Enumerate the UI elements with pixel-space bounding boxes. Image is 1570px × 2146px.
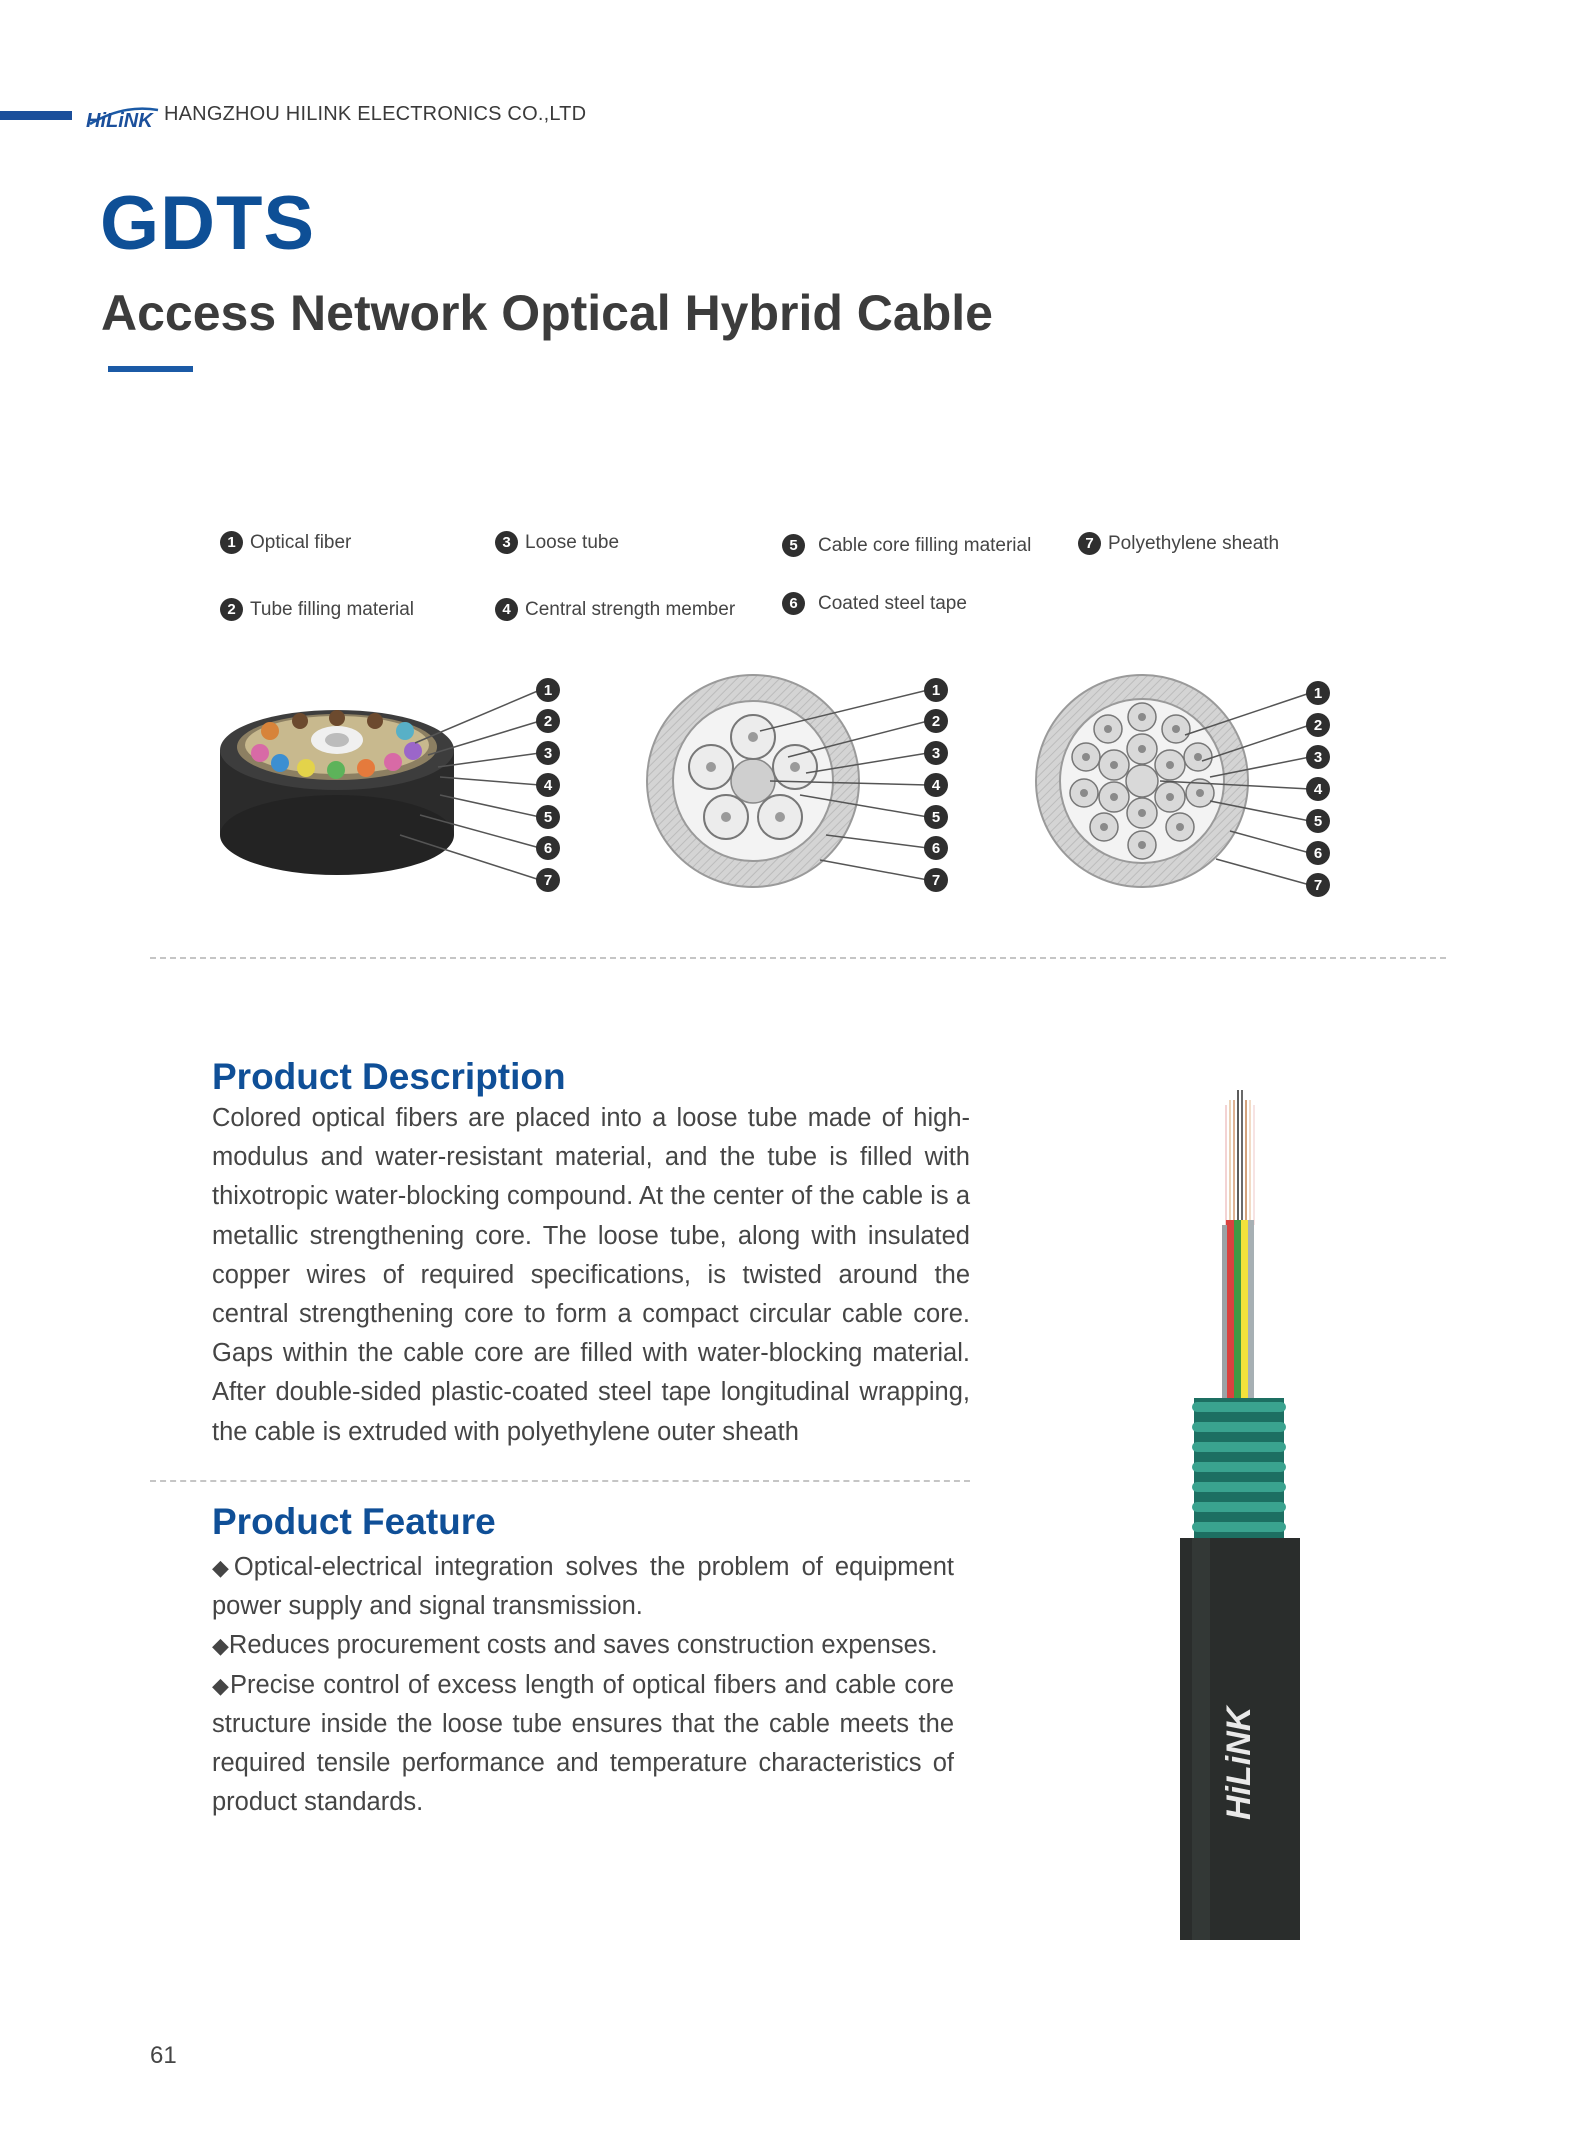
product-code-title: GDTS	[100, 181, 316, 266]
legend-label: Cable core filling material	[818, 534, 1032, 556]
legend-item-coated-steel-tape: 6 Coated steel tape	[782, 592, 967, 615]
cable-cross-section-illustration-2	[1035, 674, 1249, 888]
legend-label: Central strength member	[525, 598, 736, 620]
legend-item-cable-core-filling-material: 5 Cable core filling material	[782, 534, 1031, 557]
legend-number-badge: 2	[220, 598, 243, 621]
legend-item-optical-fiber: 1 Optical fiber	[220, 531, 351, 554]
diagram-3-callout-numbers: 1 2 3 4 5 6 7	[1306, 681, 1330, 897]
legend-label: Optical fiber	[250, 531, 352, 553]
callout-number: 5	[932, 809, 940, 826]
cable-product-illustration: HiLiNK	[1180, 1090, 1300, 1940]
legend-number-badge: 6	[782, 592, 805, 615]
feature-item: ◆Reduces procurement costs and saves con…	[212, 1631, 938, 1660]
callout-number: 1	[1314, 685, 1322, 702]
diamond-bullet-icon: ◆	[212, 1555, 234, 1580]
feature-item: ◆Optical-electrical integration solves t…	[212, 1553, 954, 1621]
callout-number: 2	[1314, 717, 1322, 734]
legend-number-badge: 4	[495, 598, 518, 621]
svg-text:HiLiNK: HiLiNK	[86, 110, 154, 132]
legend-number-badge: 3	[495, 531, 518, 554]
callout-number: 4	[932, 777, 941, 794]
legend-label: Loose tube	[525, 531, 620, 553]
callout-number: 4	[544, 777, 553, 794]
callout-number: 3	[544, 745, 552, 762]
callout-number: 5	[544, 809, 552, 826]
section-divider	[150, 957, 1446, 959]
callout-number: 7	[1314, 877, 1322, 894]
callout-number: 3	[932, 745, 940, 762]
legend-item-tube-filling-material: 2 Tube filling material	[220, 598, 414, 621]
cable-printed-logo: HiLiNK	[1220, 1704, 1258, 1820]
hilink-logo: HiLiNK	[86, 107, 159, 132]
callout-number: 5	[1314, 813, 1322, 830]
product-feature-list: ◆Optical-electrical integration solves t…	[212, 1548, 954, 1822]
callout-number: 7	[544, 872, 552, 889]
legend-number-badge: 7	[1078, 532, 1101, 555]
product-description-heading: Product Description	[212, 1056, 566, 1097]
callout-number: 1	[544, 682, 552, 699]
legend-number-badge: 1	[220, 531, 243, 554]
diagram-1-callout-numbers: 1 2 3 4 5 6 7	[536, 678, 560, 892]
product-feature-heading: Product Feature	[212, 1501, 496, 1542]
cable-cross-section-diagrams: 1 2 3 4 5 6 7 1 2 3 4 5 6 7	[220, 674, 1330, 897]
legend-label: Coated steel tape	[818, 592, 967, 614]
legend-label: Polyethylene sheath	[1108, 532, 1280, 554]
diamond-bullet-icon: ◆	[212, 1672, 231, 1698]
product-name-title: Access Network Optical Hybrid Cable	[101, 285, 993, 341]
section-divider	[150, 1480, 970, 1482]
page-number: 61	[150, 2042, 177, 2069]
company-name: HANGZHOU HILINK ELECTRONICS CO.,LTD	[164, 103, 587, 125]
callout-number: 6	[544, 840, 552, 857]
diamond-bullet-icon: ◆	[212, 1633, 229, 1659]
callout-number: 2	[932, 713, 940, 730]
callout-number: 7	[932, 872, 940, 889]
callout-number: 3	[1314, 749, 1322, 766]
diagram-2-callout-numbers: 1 2 3 4 5 6 7	[924, 678, 948, 892]
callout-number: 6	[932, 840, 940, 857]
legend-item-central-strength-member: 4 Central strength member	[495, 598, 735, 621]
legend-item-polyethylene-sheath: 7 Polyethylene sheath	[1078, 532, 1279, 555]
feature-item: ◆Precise control of excess length of opt…	[212, 1670, 955, 1817]
callout-number: 1	[932, 682, 940, 699]
cable-cross-section-illustration-1	[646, 674, 860, 888]
callout-number: 4	[1314, 781, 1323, 798]
cable-3d-cutaway-illustration	[220, 710, 454, 875]
title-underline	[108, 366, 193, 372]
legend-label: Tube filling material	[250, 598, 415, 620]
legend-item-loose-tube: 3 Loose tube	[495, 531, 619, 554]
legend-number-badge: 5	[782, 534, 805, 557]
callout-number: 6	[1314, 845, 1322, 862]
product-description-text: Colored optical fibers are placed into a…	[212, 1104, 970, 1446]
callout-number: 2	[544, 713, 552, 730]
header-accent-bar	[0, 111, 72, 120]
